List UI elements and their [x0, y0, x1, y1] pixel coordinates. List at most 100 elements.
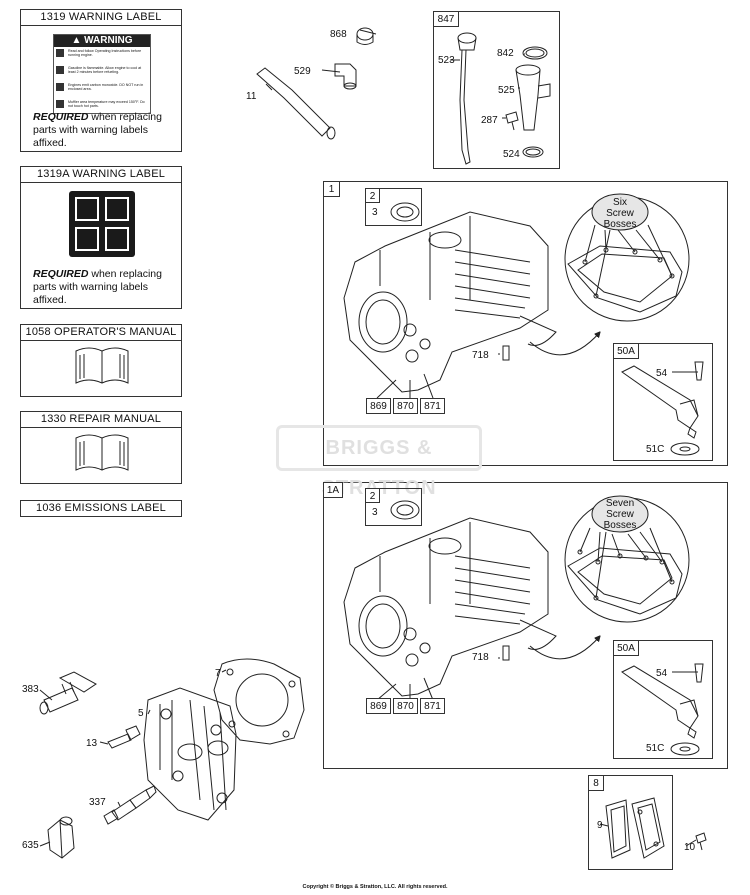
assembly-1-tag[interactable]: 1	[323, 181, 340, 197]
operators-manual-title: 1058 OPERATOR'S MANUAL	[21, 325, 181, 341]
warning-line-2: Gasoline is flammable. Allow engine to c…	[68, 66, 142, 75]
callout-arrow-1	[529, 332, 600, 356]
fire-pictogram-icon	[105, 197, 129, 221]
kit-50a-tag-lower[interactable]: 50A	[613, 640, 639, 656]
gasket-9-icon	[605, 799, 631, 859]
part-9-label[interactable]: 9	[597, 820, 603, 831]
pin-718-icon	[502, 345, 510, 361]
part-3-label-lower[interactable]: 3	[372, 507, 378, 518]
part-871-tag[interactable]: 871	[420, 398, 445, 414]
screw-10-icon	[695, 832, 707, 851]
sump-cover-detail-1a	[567, 527, 683, 615]
warning-line-1: Read and follow Operating Instructions b…	[68, 49, 142, 58]
part-8-tag[interactable]: 8	[588, 775, 604, 791]
warning-decal-heading: WARNING	[84, 35, 133, 46]
cylinder-head-5-icon	[143, 687, 237, 821]
breather-tube-11-icon	[256, 67, 336, 140]
governor-arm-50a-icon-lower	[621, 663, 704, 756]
assembly-1a-tag[interactable]: 1A	[323, 482, 343, 498]
brand-watermark: BRIGGS & STRATTON	[276, 425, 482, 499]
part-383-label[interactable]: 383	[22, 684, 39, 695]
dipstick-523-icon	[457, 32, 477, 165]
seal-subgroup-frame	[365, 188, 422, 226]
kit-50a-tag[interactable]: 50A	[613, 343, 639, 359]
part-524-label[interactable]: 524	[503, 149, 520, 160]
warning-decal: ▲ WARNING Read and follow Operating Inst…	[53, 34, 151, 114]
part-11-label[interactable]: 11	[246, 91, 257, 102]
part-529-label[interactable]: 529	[294, 66, 311, 77]
part-635-label[interactable]: 635	[22, 840, 39, 851]
part-337-label[interactable]: 337	[89, 797, 106, 808]
seal-3-icon-lower	[390, 500, 420, 520]
fumes-icon	[56, 83, 64, 91]
part-3-label[interactable]: 3	[372, 207, 378, 218]
part-5-label[interactable]: 5	[138, 708, 144, 719]
cover-8-icon	[631, 797, 665, 859]
part-870-tag[interactable]: 870	[393, 398, 418, 414]
ignition-part-383-icon	[39, 671, 97, 715]
callout-arrow-1a	[529, 636, 600, 660]
warning-label-1319a-title: 1319A WARNING LABEL	[21, 167, 181, 183]
part-871-tag-lower[interactable]: 871	[420, 698, 445, 714]
hot-pictogram-icon	[105, 227, 129, 251]
manual-pictogram-icon	[75, 197, 99, 221]
open-book-icon	[75, 347, 129, 384]
repair-manual-box: 1330 REPAIR MANUAL	[20, 411, 182, 484]
emissions-label-box: 1036 EMISSIONS LABEL	[20, 500, 182, 517]
part-54-label-lower[interactable]: 54	[656, 668, 668, 679]
open-book-icon-repair	[75, 434, 129, 471]
o-ring-524-icon	[522, 146, 544, 158]
elbow-fitting-529-icon	[334, 63, 357, 90]
part-718-label[interactable]: 718	[472, 350, 489, 361]
part-54-label[interactable]: 54	[656, 368, 668, 379]
part-847-tag[interactable]: 847	[433, 11, 459, 27]
pin-718-icon-lower	[502, 645, 510, 661]
fumes-pictogram-icon	[75, 227, 99, 251]
part-869-tag-lower[interactable]: 869	[366, 698, 391, 714]
pictogram-decal	[69, 191, 135, 257]
part-870-tag-lower[interactable]: 870	[393, 698, 418, 714]
dipstick-tube-525-icon	[515, 64, 551, 131]
screw-287-icon	[505, 111, 519, 131]
part-525-label[interactable]: 525	[498, 85, 515, 96]
part-51c-label-lower[interactable]: 51C	[646, 743, 665, 754]
part-51c-label[interactable]: 51C	[646, 444, 665, 455]
sump-cover-detail-1	[567, 224, 683, 313]
book-icon	[56, 49, 64, 57]
warning-label-1319-title: 1319 WARNING LABEL	[21, 10, 181, 26]
emissions-label-title: 1036 EMISSIONS LABEL	[36, 502, 166, 514]
gasket-7-icon	[213, 658, 305, 745]
warning-label-1319a-box: 1319A WARNING LABEL REQUIRED when replac…	[20, 166, 182, 309]
hot-surface-icon	[56, 100, 64, 108]
part-523-label[interactable]: 523	[438, 55, 455, 66]
part-287-label[interactable]: 287	[481, 115, 498, 126]
operators-manual-box: 1058 OPERATOR'S MANUAL	[20, 324, 182, 397]
required-note-1319a: REQUIRED when replacing parts with warni…	[33, 268, 162, 306]
copyright-footer: Copyright © Briggs & Stratton, LLC. All …	[302, 884, 448, 890]
spark-plug-337-icon	[103, 785, 157, 825]
seal-3-icon	[390, 202, 420, 222]
crankcase-assembly-1a-icon	[343, 517, 557, 697]
part-868-label[interactable]: 868	[330, 29, 347, 40]
seal-subgroup-frame-lower	[365, 488, 422, 526]
kit-50a-group-lower	[613, 640, 713, 759]
warning-triangle-icon: ▲	[71, 35, 82, 46]
part-10-label[interactable]: 10	[684, 842, 696, 853]
required-note: REQUIRED when replacing parts with warni…	[33, 111, 162, 149]
warning-label-1319-box: 1319 WARNING LABEL ▲ WARNING Read and fo…	[20, 9, 182, 152]
flame-icon	[56, 66, 64, 74]
warning-line-3: Engines emit carbon monoxide. DO NOT run…	[68, 83, 144, 92]
part-7-label[interactable]: 7	[215, 668, 221, 679]
part-869-tag[interactable]: 869	[366, 398, 391, 414]
crankcase-assembly-1-icon	[343, 211, 557, 393]
part-13-label[interactable]: 13	[86, 738, 98, 749]
part-718-label-lower[interactable]: 718	[472, 652, 489, 663]
warning-line-4: Muffler area temperature may exceed 150°…	[68, 100, 145, 109]
bolt-13-icon	[107, 725, 141, 749]
part-842-label[interactable]: 842	[497, 48, 514, 59]
plug-868-icon	[356, 27, 374, 45]
